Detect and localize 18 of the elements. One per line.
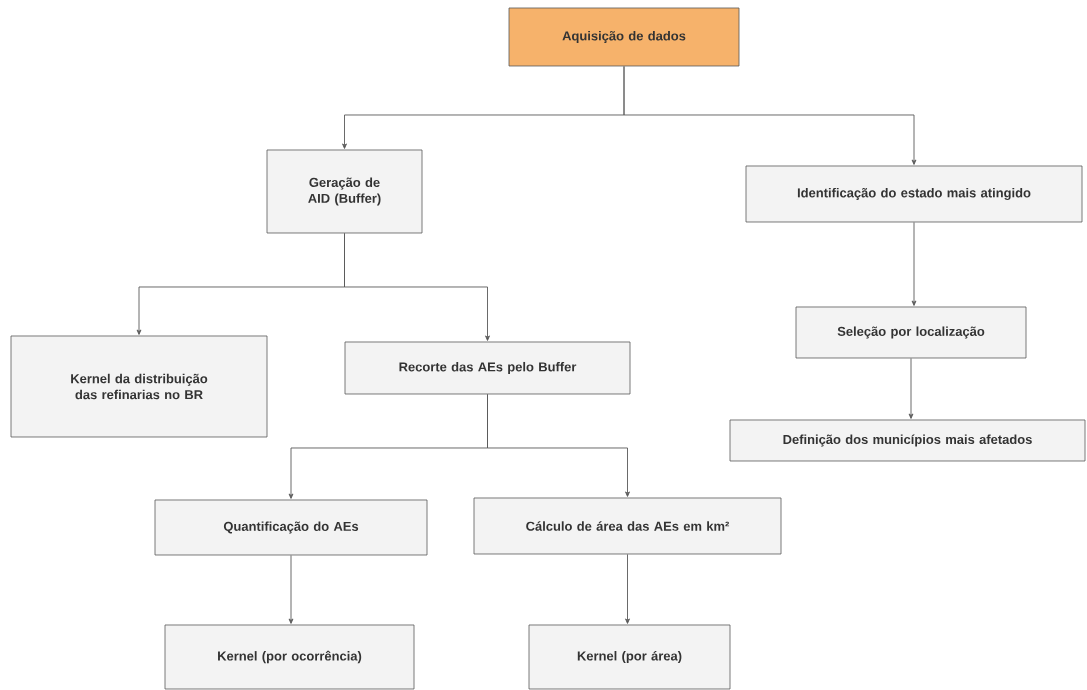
step-box: Recorte das AEs pelo Buffer <box>344 341 631 395</box>
arrow <box>288 554 294 624</box>
step-box: Identificação do estado mais atingido <box>745 165 1083 223</box>
step-box: Cálculo de área das AEs em km² <box>473 497 782 555</box>
arrow <box>344 232 490 341</box>
step-box: Kernel (por área) <box>528 624 731 690</box>
arrow <box>625 553 630 624</box>
step-box: Quantificação do AEs <box>154 499 428 556</box>
step-box: Kernel (por ocorrência) <box>164 624 415 690</box>
arrow <box>911 221 917 306</box>
step-box: Geração de AID (Buffer) <box>266 149 423 234</box>
arrow <box>623 65 917 165</box>
step-box: Definição dos municípios mais afetados <box>729 419 1086 462</box>
arrow <box>487 393 630 497</box>
arrow <box>908 357 914 419</box>
step-box: Aquisição de dados <box>508 7 740 67</box>
step-box: Seleção por localização <box>795 306 1027 359</box>
step-box: Kernel da distribuição das refinarias no BR <box>10 335 268 438</box>
